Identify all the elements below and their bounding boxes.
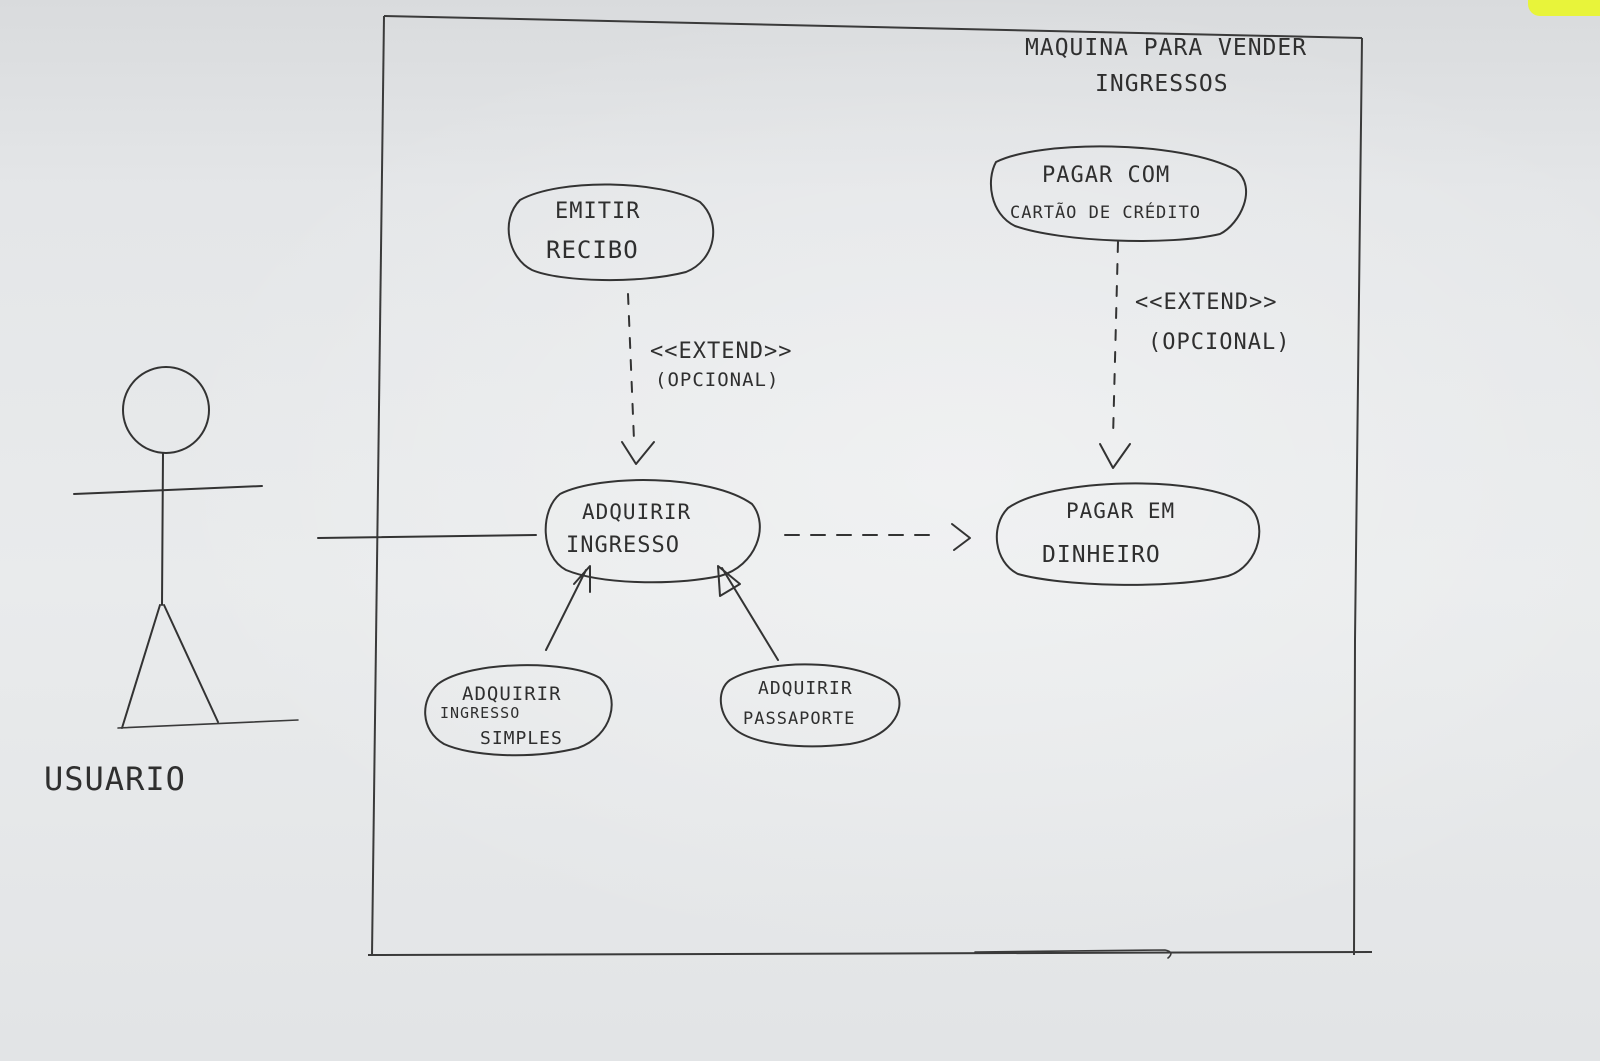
adquirir-simples-line3: SIMPLES	[480, 728, 563, 749]
extend-arrow-recibo	[621, 293, 655, 465]
pagar-dinheiro-line1: PAGAR EM	[1066, 499, 1175, 523]
use-case-pagar-dinheiro[interactable]: PAGAR EM DINHEIRO	[995, 482, 1261, 586]
adquirir-ingresso-line1: ADQUIRIR	[582, 500, 691, 524]
use-case-adquirir-ingresso[interactable]: ADQUIRIR INGRESSO	[544, 479, 761, 584]
extend-cartao-note: (OPCIONAL)	[1148, 330, 1290, 355]
pagar-cartao-line2: CARTÃO DE CRÉDITO	[1010, 201, 1201, 223]
adquirir-ingresso-line2: INGRESSO	[566, 533, 680, 558]
association-line	[317, 534, 537, 539]
generalization-arrow-passaporte	[717, 565, 779, 661]
system-boundary	[367, 15, 1373, 959]
actor-stick-figure	[73, 366, 299, 729]
use-case-adquirir-simples[interactable]: ADQUIRIR INGRESSO SIMPLES	[424, 664, 613, 757]
adquirir-passaporte-line2: PASSAPORTE	[743, 709, 855, 729]
actor-label: USUARIO	[44, 760, 186, 798]
dependency-arrow-dinheiro	[784, 523, 971, 551]
system-title-line2: INGRESSOS	[1095, 71, 1229, 97]
use-case-emitir-recibo[interactable]: EMITIR RECIBO	[507, 183, 715, 282]
system-title-line1: MAQUINA PARA VENDER	[1025, 35, 1307, 61]
extend-recibo-note: (OPCIONAL)	[655, 369, 779, 391]
pagar-cartao-line1: PAGAR COM	[1042, 163, 1170, 188]
emitir-recibo-line2: RECIBO	[546, 236, 639, 264]
highlighter-mark	[1528, 0, 1600, 16]
extend-recibo-stereotype: <<EXTEND>>	[650, 339, 792, 364]
extend-cartao-stereotype: <<EXTEND>>	[1135, 290, 1277, 315]
use-case-adquirir-passaporte[interactable]: ADQUIRIR PASSAPORTE	[719, 663, 901, 748]
adquirir-passaporte-line1: ADQUIRIR	[758, 678, 853, 699]
adquirir-simples-line2: INGRESSO	[440, 704, 520, 722]
extend-arrow-cartao	[1099, 241, 1131, 469]
emitir-recibo-line1: EMITIR	[555, 199, 640, 224]
adquirir-simples-line1: ADQUIRIR	[462, 683, 562, 705]
use-case-pagar-cartao[interactable]: PAGAR COM CARTÃO DE CRÉDITO	[989, 145, 1248, 242]
generalization-arrow-simples	[545, 565, 591, 651]
pagar-dinheiro-line2: DINHEIRO	[1042, 542, 1161, 568]
